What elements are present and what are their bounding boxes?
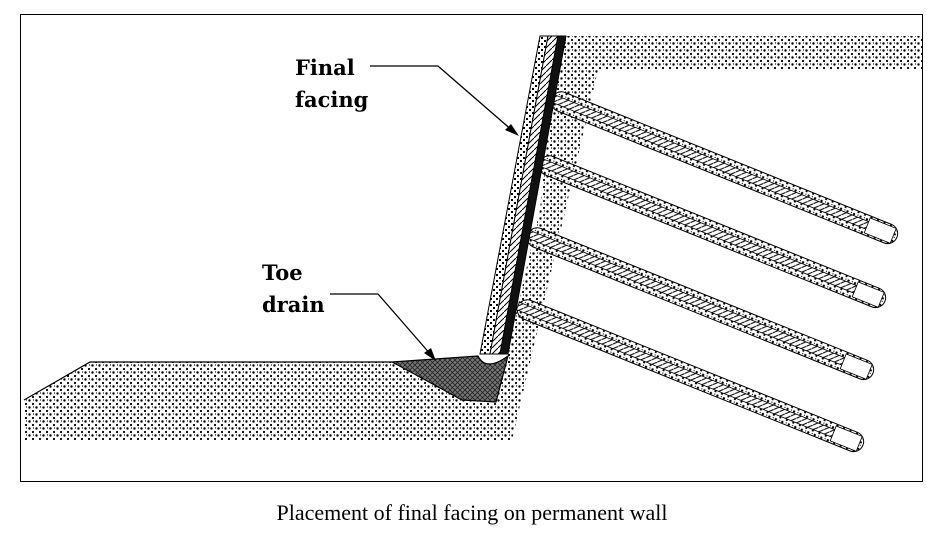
toe-drain-label: Toe drain xyxy=(262,257,325,321)
retained-soil xyxy=(24,36,922,440)
figure-caption: Placement of final facing on permanent w… xyxy=(276,500,668,525)
wall-facing xyxy=(479,35,567,355)
toe-drain-label-line2: drain xyxy=(262,292,325,317)
soil-nail xyxy=(549,91,899,245)
final-facing-label-line1: Final xyxy=(295,55,355,80)
soil-nail xyxy=(525,227,875,381)
toe-drain xyxy=(389,354,510,403)
toe-drain-leader xyxy=(330,293,436,361)
soil-nail xyxy=(515,299,865,453)
soil-nail xyxy=(537,155,887,309)
ground-surface-line xyxy=(23,361,392,401)
final-facing-label: Final facing xyxy=(295,52,368,116)
initial-facing-layer xyxy=(499,35,567,355)
toe-drain-label-line1: Toe xyxy=(262,260,303,285)
soil-nails xyxy=(515,91,899,453)
final-facing-leader xyxy=(370,65,519,136)
final-facing-label-line2: facing xyxy=(295,87,369,112)
